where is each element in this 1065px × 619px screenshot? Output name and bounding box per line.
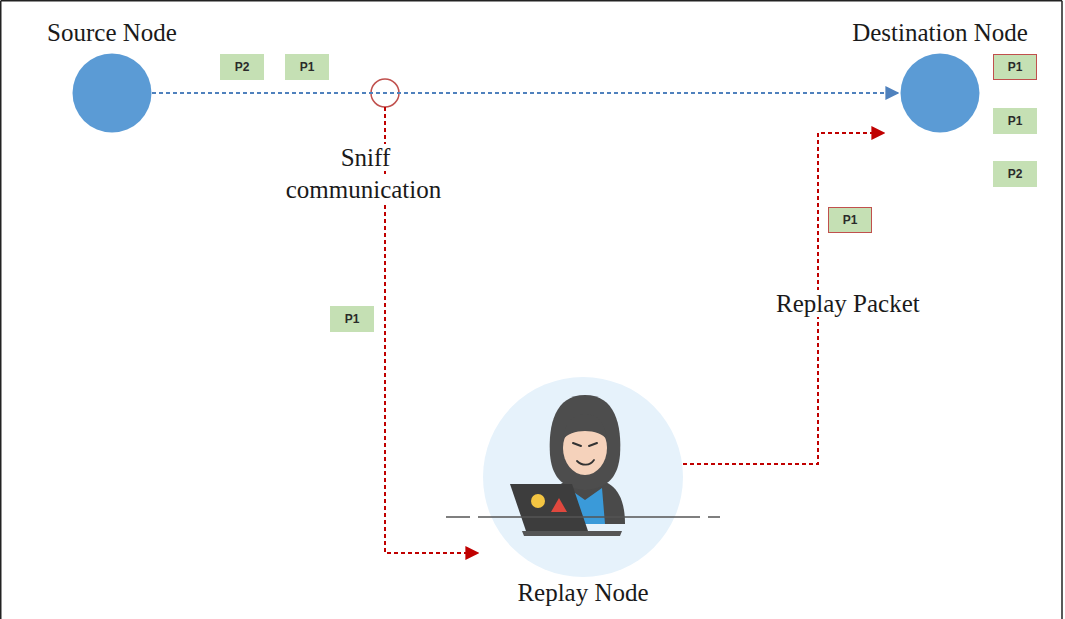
annotation-text: Replay Packet	[774, 290, 922, 317]
packet-label: P1	[300, 60, 315, 74]
node-circle	[73, 54, 152, 133]
annotation-text: Sniff communication	[286, 144, 444, 203]
packet-label: P2	[1008, 167, 1023, 181]
source-node: Source Node	[72, 53, 152, 133]
sniff-line	[385, 107, 478, 553]
packet-box: P1	[993, 108, 1037, 134]
node-heading-holder: Destination Node	[852, 17, 1028, 49]
node-circle	[901, 54, 980, 133]
packet-label: P2	[235, 60, 250, 74]
packet-box: P2	[993, 161, 1037, 187]
hacker-figure	[446, 377, 720, 577]
replay-packet-label: Replay Packet	[774, 288, 922, 320]
node-circle	[484, 378, 683, 577]
packet-box: P1	[285, 54, 329, 80]
packet-label: P1	[345, 312, 360, 326]
replay-node: Replay Node	[483, 377, 683, 577]
sniff-label: Sniff communication	[277, 142, 452, 206]
node-heading-holder: Source Node	[47, 17, 177, 49]
node-outline	[483, 377, 683, 577]
packet-box: P2	[220, 54, 264, 80]
node-heading: Destination Node	[852, 19, 1028, 46]
packet-box: P1	[330, 306, 374, 332]
node-heading: Replay Node	[517, 579, 648, 606]
packet-label: P1	[1008, 60, 1023, 74]
replayed-packet-box: P1	[828, 207, 872, 233]
transmission-link	[152, 92, 898, 94]
node-heading: Source Node	[47, 19, 177, 46]
packet-label: P1	[843, 213, 858, 227]
node-outline	[72, 53, 152, 133]
node-outline	[900, 53, 980, 133]
packet-label: P1	[1008, 114, 1023, 128]
replayed-packet-box: P1	[993, 54, 1037, 80]
node-heading-holder: Replay Node	[517, 577, 648, 609]
destination-node: Destination Node	[900, 53, 980, 133]
